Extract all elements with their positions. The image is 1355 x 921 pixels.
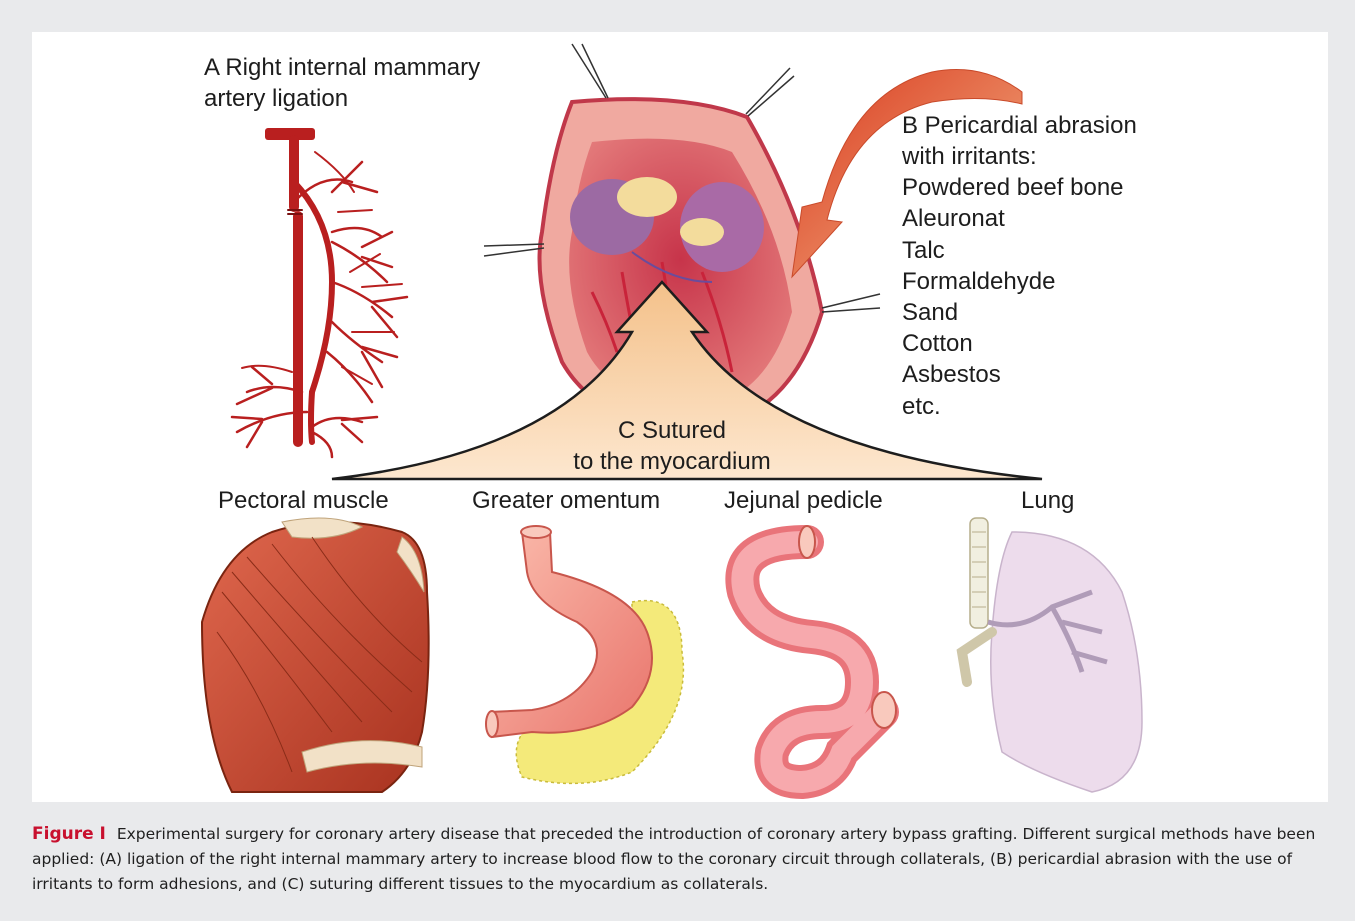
irritant-item: Cotton (902, 328, 1124, 359)
irritant-item: Powdered beef bone (902, 172, 1124, 203)
figure-panel: A Right internal mammary artery ligation… (32, 32, 1328, 802)
lung-illustration (962, 518, 1142, 792)
label-b-line1: B Pericardial abrasion (902, 110, 1137, 141)
irritant-item: Asbestos (902, 359, 1124, 390)
tissue-label-jejunal: Jejunal pedicle (724, 485, 883, 516)
irritant-item: Talc (902, 235, 1124, 266)
caption-label: Figure I (32, 824, 106, 844)
label-a-line1: A Right internal mammary (204, 54, 480, 81)
irritants-list: with irritants: Powdered beef bone Aleur… (902, 141, 1124, 422)
irritant-item: Sand (902, 297, 1124, 328)
pectoral-muscle-illustration (202, 518, 429, 792)
label-b: B Pericardial abrasion (902, 110, 1137, 141)
caption-divider (32, 811, 1328, 813)
label-a-line2: artery ligation (204, 85, 348, 112)
irritant-item: etc. (902, 391, 1124, 422)
figure-caption: Figure I Experimental surgery for corona… (32, 822, 1328, 897)
jejunal-pedicle-illustration (742, 526, 896, 782)
label-b-line2: with irritants: (902, 141, 1124, 172)
tissue-label-pectoral: Pectoral muscle (218, 485, 389, 516)
label-a: A Right internal mammary artery ligation (204, 52, 534, 114)
caption-text: Experimental surgery for coronary artery… (32, 825, 1315, 893)
mammary-artery-illustration (232, 128, 407, 457)
irritant-item: Formaldehyde (902, 266, 1124, 297)
greater-omentum-illustration (486, 526, 683, 783)
label-c-line1: C Sutured (552, 415, 792, 446)
tissue-label-omentum: Greater omentum (472, 485, 660, 516)
irritant-item: Aleuronat (902, 203, 1124, 234)
label-c-line2: to the myocardium (552, 446, 792, 477)
tissue-label-lung: Lung (1021, 485, 1074, 516)
